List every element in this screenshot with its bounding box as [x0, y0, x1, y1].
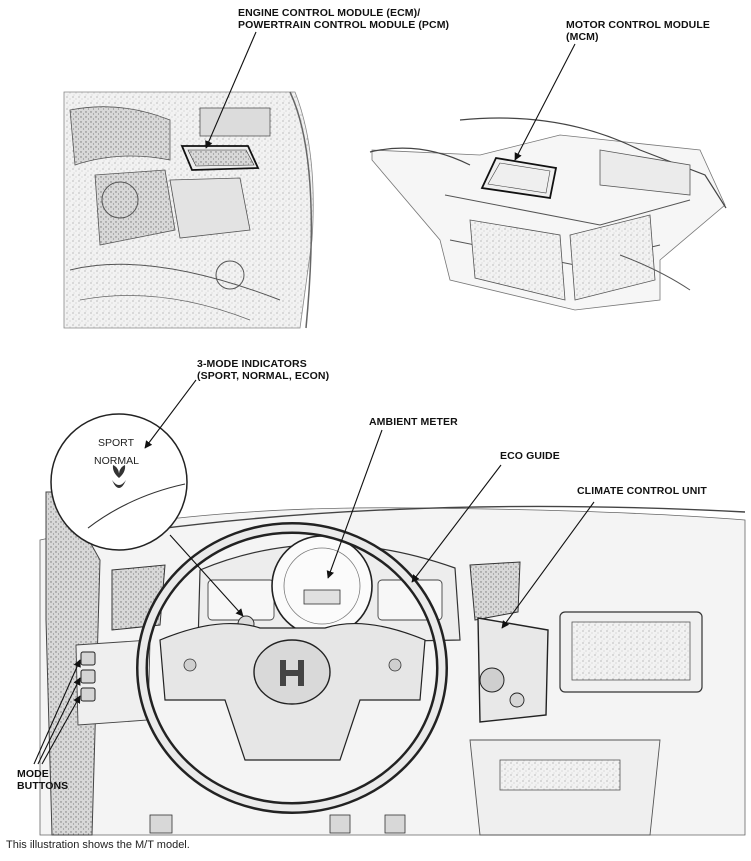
climate-control-callout: CLIMATE CONTROL UNIT [577, 485, 707, 497]
mcm-label-line2: (MCM) [566, 31, 599, 43]
dashboard-illustration [39, 491, 746, 836]
mode-buttons-callout: MODE BUTTONS [17, 768, 68, 792]
ecm-pcm-callout: ENGINE CONTROL MODULE (ECM)/ POWERTRAIN … [238, 7, 449, 31]
indicators-label-line1: 3-MODE INDICATORS [197, 358, 307, 370]
mode-buttons-label-line1: MODE [17, 768, 49, 780]
steering-wheel [136, 522, 448, 814]
inset-sport-text: SPORT [98, 437, 134, 449]
eco-guide-callout: ECO GUIDE [500, 450, 560, 462]
mode-indicators-callout: 3-MODE INDICATORS (SPORT, NORMAL, ECON) [197, 358, 329, 382]
mode-buttons-label-line2: BUTTONS [17, 780, 69, 792]
econ-leaf-icon [112, 465, 126, 488]
mode-buttons [80, 651, 96, 702]
ipu-illustration [369, 117, 727, 311]
leader-lines [33, 31, 595, 765]
indicators-label-line2: (SPORT, NORMAL, ECON) [197, 370, 330, 382]
mcm-module [480, 156, 558, 200]
engine-bay-illustration [63, 91, 314, 329]
ambient-meter-callout: AMBIENT METER [369, 416, 458, 428]
eco-guide-label: ECO GUIDE [500, 450, 560, 462]
ecm-module [180, 145, 260, 171]
mcm-label-line1: MOTOR CONTROL MODULE [566, 19, 710, 31]
ecm-label-line2: POWERTRAIN CONTROL MODULE (PCM) [238, 19, 450, 31]
climate-control-label: CLIMATE CONTROL UNIT [577, 485, 707, 497]
inset-normal-text: NORMAL [94, 455, 139, 467]
mcm-callout: MOTOR CONTROL MODULE (MCM) [566, 19, 710, 43]
figure-caption: This illustration shows the M/T model. [6, 839, 190, 851]
ecm-label-line1: ENGINE CONTROL MODULE (ECM)/ [238, 7, 421, 19]
mode-indicator-inset [50, 413, 188, 551]
ambient-meter-label: AMBIENT METER [369, 416, 458, 428]
